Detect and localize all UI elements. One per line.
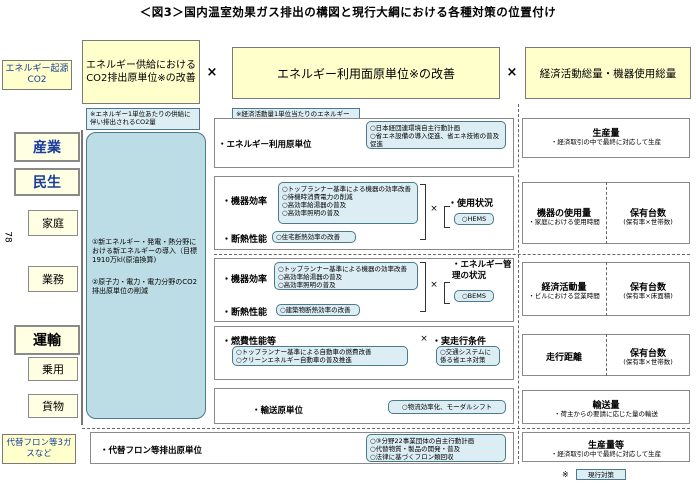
supply-measures-panel xyxy=(86,132,206,419)
activity-box: 経済活動総量・機器使用総量 xyxy=(525,47,691,99)
home-usage: ・使用状況 xyxy=(448,199,494,209)
section-business: 業務 xyxy=(28,266,78,292)
business-activity-note: ・ビルにおける営業時間 xyxy=(528,292,600,300)
industry-output-note: ・経済取引の中で最終に対応して生産 xyxy=(550,138,662,146)
home-equip-use: 機器の使用量 xyxy=(536,209,591,219)
home-equip-use-note: ・家庭における使用時間 xyxy=(528,218,600,226)
section-industry: 産業 xyxy=(14,132,80,162)
transport-owned-note: (保有率×世帯数) xyxy=(623,358,673,366)
business-mgmt: ・エネルギー管理の状況 xyxy=(452,260,512,281)
industry-measures: ○日本経団連環境自主行動計画○省エネ設備の導入促進、省エネ技術の普及促進 xyxy=(366,121,506,149)
page-number: 78 xyxy=(2,231,13,243)
home-equip-eff: ・機器効率 xyxy=(222,197,268,207)
section-cargo: 貨物 xyxy=(28,394,78,418)
home-insulation-measure: ○住宅断熱効率の改善 xyxy=(272,231,356,243)
section-civil: 民生 xyxy=(14,168,80,196)
industry-output-box xyxy=(522,118,690,158)
home-owned: 保有台数 xyxy=(629,209,666,219)
fluoro-measures: ○③分野22事業団体の自主行動計画○代替物質・製品の開発・普及○法律に基づくフロ… xyxy=(366,434,506,462)
section-transport: 運輸 xyxy=(14,325,80,355)
supply-unit-note: ※エネルギー1単位あたりの供給に伴い排出されるCO2量 xyxy=(86,108,200,130)
business-owned-note: (保有率×床面積) xyxy=(623,292,673,300)
transport-owned: 保有台数 xyxy=(629,349,666,359)
transport-fuel: ・燃費性能等 xyxy=(222,337,277,347)
business-owned: 保有台数 xyxy=(629,283,666,293)
cargo-unit: ・輸送原単位 xyxy=(252,406,304,416)
supply-measure-1: ①新エネルギー・発電・熱分野における新エネルギーの導入（目標1910万kl(原油… xyxy=(92,238,197,264)
bems-badge: ○BEMS xyxy=(454,290,494,302)
fluoro-output: 生産量等 xyxy=(587,441,624,451)
home-owned-note: (保有率×世帯数) xyxy=(623,218,673,226)
business-insulation: ・断熱性能 xyxy=(222,308,268,318)
transport-distance: 走行距離 xyxy=(545,353,582,363)
cargo-measure: ○物流効率化、モーダルシフト xyxy=(388,400,506,414)
use-unit-box: エネルギー利用面原単位※の改善 xyxy=(232,47,500,99)
times-symbol: × xyxy=(206,64,218,80)
industry-output: 生産量 xyxy=(592,129,620,139)
hems-badge: ○HEMS xyxy=(454,213,494,225)
fluoro-output-note: ・経済取引の中で最終に対応して生産 xyxy=(550,450,662,458)
business-insulation-measure: ○建築物断熱効率の改善 xyxy=(276,304,360,316)
supply-measure-2: ②原子力・電力・電力分野のCO2排出原単位の削減 xyxy=(92,278,198,295)
business-equip-eff: ・機器効率 xyxy=(222,275,268,285)
transport-drive: ・実走行条件 xyxy=(432,337,487,347)
home-equip-measures: ○トップランナー基準による機器の効率改善○待機時消費電力の削減○高効率給湯器の普… xyxy=(278,182,418,224)
legend-current-measures: 現行対策 xyxy=(576,469,626,480)
home-insulation: ・断熱性能 xyxy=(222,235,268,245)
times-symbol: × xyxy=(506,64,518,80)
cargo-activity-box xyxy=(522,390,690,424)
section-fluoro: 代替フロン等3ガスなど xyxy=(2,434,76,464)
industry-unit: ・エネルギー利用原単位 xyxy=(218,140,312,150)
cargo-volume-note: ・荷主からの要請に応じた量の輸送 xyxy=(554,410,658,418)
transport-drive-measure: ○交通システムに係る省エネ対策 xyxy=(436,346,500,366)
transport-fuel-measures: ○トップランナー基準による自動車の燃費改善○クリーンエネルギー自動車の普及推進 xyxy=(232,346,408,366)
business-equip-measures: ○トップランナー基準による機器の効率改善○高効率給湯器の普及○高効率照明の普及 xyxy=(274,262,418,290)
fluoro-unit: ・代替フロン等排出原単位 xyxy=(100,446,203,456)
page-title: ＜図3＞国内温室効果ガス排出の構図と現行大綱における各種対策の位置付け xyxy=(139,5,557,19)
legend-mark: ※ xyxy=(562,470,569,479)
energy-origin-label: エネルギー起源CO2 xyxy=(2,60,72,90)
supply-unit-box: エネルギー供給におけるCO2排出原単位※の改善 xyxy=(82,40,200,104)
section-passenger: 乗用 xyxy=(28,357,78,381)
fluoro-output-box xyxy=(522,432,690,462)
section-home: 家庭 xyxy=(28,210,78,236)
business-activity: 経済活動量 xyxy=(541,283,587,293)
cargo-volume: 輸送量 xyxy=(592,401,620,411)
